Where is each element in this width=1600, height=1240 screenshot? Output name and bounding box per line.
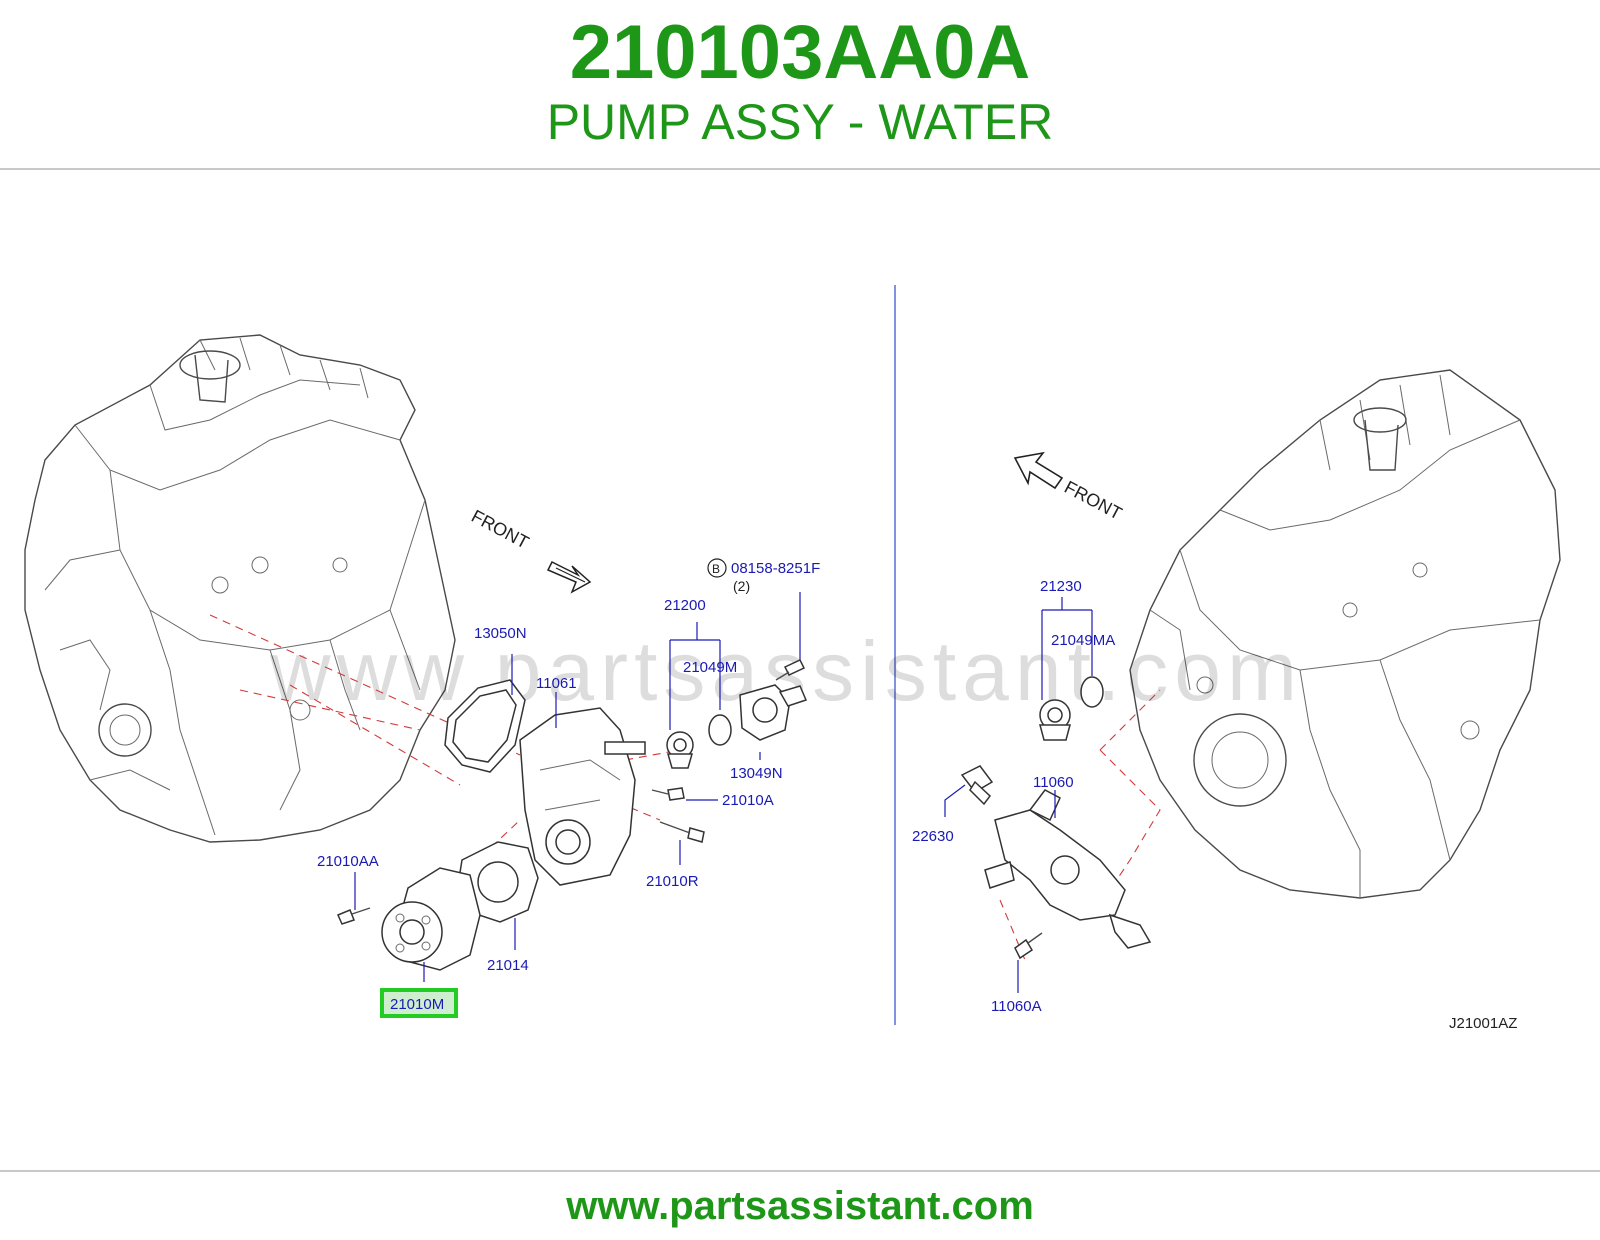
highlight-box xyxy=(380,988,458,1018)
gasket-13050N-illustration xyxy=(444,679,526,773)
bolt-11060A-illustration xyxy=(1014,932,1043,960)
o-ring-21049MA-illustration xyxy=(1080,676,1104,708)
bolt-21010A-illustration xyxy=(651,787,685,801)
header-divider xyxy=(0,168,1600,170)
drawing-code: J21001AZ xyxy=(1449,1015,1517,1032)
part-label-21010R[interactable]: 21010R xyxy=(646,873,699,890)
thermostat-housing-13049N-illustration xyxy=(739,684,808,741)
engine-block-right-illustration xyxy=(1129,369,1561,899)
part-label-11060A[interactable]: 11060A xyxy=(991,998,1042,1015)
part-label-21230[interactable]: 21230 xyxy=(1040,578,1082,595)
o-ring-21049M-illustration xyxy=(708,714,732,746)
footer-website-link[interactable]: www.partsassistant.com xyxy=(566,1184,1034,1228)
water-inlet-11060-illustration xyxy=(984,789,1152,949)
part-label-21010M: 21010M xyxy=(390,996,444,1013)
part-number-title: 210103AA0A xyxy=(569,10,1031,95)
part-name-subtitle: PUMP ASSY - WATER xyxy=(546,94,1054,150)
engine-block-left-illustration xyxy=(24,334,456,843)
water-pump-21010M-illustration xyxy=(381,867,481,971)
part-label-21049MA[interactable]: 21049MA xyxy=(1051,632,1115,649)
part-label-21010AA[interactable]: 21010AA xyxy=(317,853,379,870)
footer-divider xyxy=(0,1170,1600,1172)
front-label-right: FRONT xyxy=(1061,477,1125,524)
bolt-08158-8251F-illustration xyxy=(775,659,806,681)
part-label-11060[interactable]: 11060 xyxy=(1033,774,1074,791)
part-label-13049N[interactable]: 13049N xyxy=(730,765,783,782)
part-label-13050N[interactable]: 13050N xyxy=(474,625,527,642)
gasket-21014-illustration xyxy=(457,841,539,923)
callout-b-bolt[interactable]: B 08158-8251F (2) xyxy=(707,558,820,594)
bolt-21010AA-illustration xyxy=(337,907,371,925)
part-label-21049M[interactable]: 21049M xyxy=(683,659,737,676)
callout-b-circle xyxy=(707,558,727,578)
part-label-21014[interactable]: 21014 xyxy=(487,957,529,974)
front-arrow-left-icon xyxy=(546,560,592,594)
leader-lines xyxy=(354,592,1093,993)
part-label-21200[interactable]: 21200 xyxy=(664,597,706,614)
part-label-22630[interactable]: 22630 xyxy=(912,828,954,845)
part-label-11061[interactable]: 11061 xyxy=(536,675,577,692)
thermostat-21230-illustration xyxy=(1039,699,1071,741)
water-outlet-11061-illustration xyxy=(519,707,646,886)
highlighted-part-21010M[interactable]: 21010M xyxy=(380,988,458,1018)
parts-diagram: www.partsassistant.com FRONT FRONT xyxy=(24,285,1561,1032)
callout-b-letter: B xyxy=(712,562,720,576)
front-label-left: FRONT xyxy=(468,506,532,553)
page-header: 210103AA0A PUMP ASSY - WATER xyxy=(0,0,1600,170)
thermostat-21200-illustration xyxy=(666,731,694,769)
part-label-08158-8251F: 08158-8251F xyxy=(731,560,820,577)
callout-b-quantity: (2) xyxy=(733,578,750,594)
sensor-22630-illustration xyxy=(960,765,994,806)
front-arrow-right-icon xyxy=(1013,451,1064,490)
part-label-21010A[interactable]: 21010A xyxy=(722,792,774,809)
bolt-21010R-illustration xyxy=(659,821,705,843)
